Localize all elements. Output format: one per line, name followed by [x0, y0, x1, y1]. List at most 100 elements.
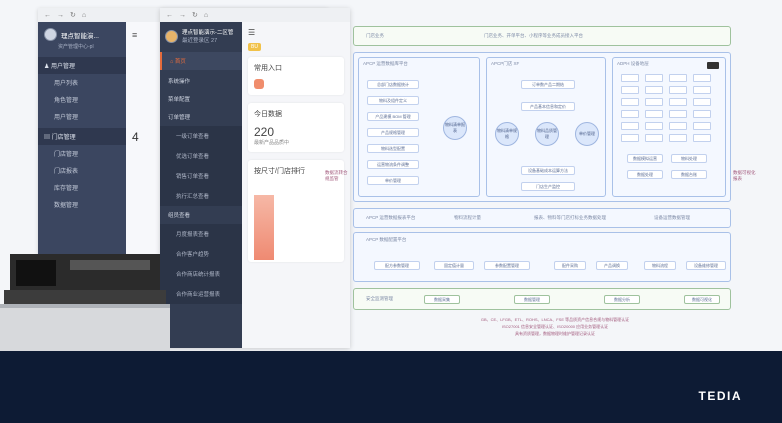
- avatar[interactable]: [165, 29, 178, 43]
- device-node: [645, 122, 663, 130]
- left-node: 产品规格管理: [367, 128, 419, 137]
- menu-icon[interactable]: ≡: [132, 30, 138, 40]
- device-node: [693, 134, 711, 142]
- home-icon[interactable]: ⌂: [81, 11, 87, 19]
- nav-home[interactable]: ⌂ 首页: [160, 52, 242, 70]
- config-item: 设备维修管理: [686, 261, 726, 270]
- mid-node: 订单数产品二期结: [521, 80, 575, 89]
- right-panel-title: ADPH 设备地层: [617, 61, 649, 66]
- sidebar-item[interactable]: 库存管理: [54, 186, 79, 192]
- app-title: 理点智能演...: [61, 32, 99, 40]
- top-row: 门店业务 门店业务、开单平台、小程序等业务成员接入平台: [353, 26, 731, 46]
- nav-item[interactable]: 组员查看: [168, 213, 191, 219]
- footer-notes: GB、CE、LFGB、ETL、ROHS、LNCA、FSE 等品质资产信息合规与物…: [435, 316, 675, 337]
- mid-panel: APCP门店 XF 订单数产品二期结 产品基本信息和定价 设备基础成本运算方法 …: [486, 57, 606, 197]
- device-node: [621, 86, 639, 94]
- device-node: [645, 86, 663, 94]
- config-item: 配件采购: [554, 261, 586, 270]
- sidebar-2: 理点智能演示-二区管 最近登录区 27 ⌂ 首页 系统操作 菜单配置 订单管理 …: [160, 22, 242, 348]
- nav-item[interactable]: 菜单配置: [168, 97, 191, 103]
- config-item: 配方参数管理: [374, 261, 420, 270]
- left-panel: APCP 运营数据库平台 总部门店数据统计 物料及组件定义 产品建模 BOM 管…: [358, 57, 480, 197]
- sidebar-item[interactable]: 门店报表: [54, 169, 79, 175]
- forward-icon[interactable]: →: [179, 11, 186, 19]
- today-data-card: 今日数据 220 最新产品品质中: [248, 103, 344, 152]
- home-icon[interactable]: ⌂: [203, 11, 209, 19]
- nav-sub-item[interactable]: 销售订单查看: [160, 166, 242, 186]
- reload-icon[interactable]: ↻: [70, 12, 76, 19]
- device-node: [645, 74, 663, 82]
- main-panel: APCP 运营数据库平台 总部门店数据统计 物料及组件定义 产品建模 BOM 管…: [353, 52, 731, 202]
- nav-sub-item[interactable]: 合作客户趋势: [160, 244, 242, 264]
- report-item: 物料流程计量: [454, 215, 481, 220]
- device-node: [621, 74, 639, 82]
- left-node: 物料及组件定义: [367, 96, 419, 105]
- nav-sub-item[interactable]: 月度报表查看: [160, 224, 242, 244]
- back-icon[interactable]: ←: [44, 11, 51, 19]
- device-node: [621, 98, 639, 106]
- device-node: [693, 122, 711, 130]
- forward-icon[interactable]: →: [57, 11, 64, 19]
- config-item: 物料流程: [644, 261, 676, 270]
- nav-sub-item[interactable]: 优选订单查看: [160, 146, 242, 166]
- device-node: [693, 98, 711, 106]
- security-row-label: 安全监测管理: [366, 296, 393, 301]
- left-node: 运营物流条件调整: [367, 160, 419, 169]
- sidebar-item[interactable]: 用户列表: [54, 81, 79, 87]
- left-side-note: 数据流转合规监管: [325, 170, 348, 181]
- card-title: 今日数据: [254, 111, 282, 118]
- security-item: 数据可视化: [684, 295, 720, 304]
- device-node: [621, 110, 639, 118]
- browser-toolbar-2: ← → ↻ ⌂: [160, 8, 350, 22]
- sidebar: 理点智能演... 资产管理中心-pl ♟ 用户管理 用户列表 角色管理 用户管理…: [38, 22, 126, 258]
- store-icon: ▤: [44, 135, 52, 141]
- sidebar-item[interactable]: 门店管理: [54, 152, 79, 158]
- quick-entry-card: 常用入口: [248, 57, 344, 95]
- nav-sub-item[interactable]: 合作商店统计报表: [160, 264, 242, 284]
- sidebar-group-stores[interactable]: ▤ 门店管理: [38, 128, 126, 145]
- security-item: 数据分析: [604, 295, 640, 304]
- device-node: [669, 122, 687, 130]
- mid-panel-title: APCP门店 XF: [491, 61, 520, 66]
- avatar[interactable]: [44, 28, 57, 41]
- reload-icon[interactable]: ↻: [192, 12, 198, 19]
- sidebar-item[interactable]: 角色管理: [54, 98, 79, 104]
- device-node: [621, 134, 639, 142]
- card-title: 按尺寸/门店排行: [254, 168, 305, 175]
- device-node: [621, 122, 639, 130]
- architecture-diagram: 门店业务 门店业务、开单平台、小程序等业务成员接入平台 APCP 运营数据库平台…: [325, 20, 756, 345]
- device-node: [669, 74, 687, 82]
- process-circle: 物料清单报表: [443, 116, 467, 140]
- mid-node: 产品基本信息和定价: [521, 102, 575, 111]
- nav-sub-item[interactable]: 执行汇总查看: [160, 186, 242, 206]
- process-circle: 物料清单规格: [495, 122, 519, 146]
- config-item: 固定值计量: [434, 261, 474, 270]
- right-panel: ADPH 设备地层 数据模拟运营 物料处理 数据处理 数据台账: [612, 57, 726, 197]
- device-node: [669, 110, 687, 118]
- nav-sub-item[interactable]: 一级订单查看: [160, 126, 242, 146]
- mid-node: 设备基础成本运算方法: [521, 166, 575, 175]
- nav-item[interactable]: 系统操作: [168, 79, 191, 85]
- right-node: 数据处理: [627, 170, 663, 179]
- subtitle: 最近登录区 27: [182, 38, 218, 44]
- report-row: APCP 运营数据报表平台 物料流程计量 报表、物料等门店打标业务数据处理 设备…: [353, 208, 731, 228]
- config-row-label: APCP 数据配置平台: [366, 237, 407, 242]
- top-row-label: 门店业务: [366, 33, 384, 38]
- report-item: 报表、物料等门店打标业务数据处理: [534, 215, 606, 220]
- device-node: [669, 86, 687, 94]
- sidebar-item[interactable]: 数据管理: [54, 203, 79, 209]
- left-node: 产品建模 BOM 管理: [367, 112, 419, 121]
- device-node: [669, 98, 687, 106]
- device-node: [693, 86, 711, 94]
- quick-entry-icon[interactable]: [254, 79, 264, 89]
- nav-sub-item[interactable]: 合作商业运营报表: [160, 284, 242, 304]
- sidebar-group-users[interactable]: ♟ 用户管理: [38, 57, 126, 74]
- machine-illustration: [0, 254, 170, 352]
- process-circle: 物料品质管理: [535, 122, 559, 146]
- device-grid: [621, 74, 717, 146]
- nav-item[interactable]: 订单管理: [168, 115, 191, 121]
- collapse-icon[interactable]: ☰: [248, 28, 256, 37]
- security-row: 安全监测管理 数据采集 数据管理 数据分析 数据可视化: [353, 288, 731, 310]
- back-icon[interactable]: ←: [166, 11, 173, 19]
- sidebar-item[interactable]: 用户管理: [54, 115, 79, 121]
